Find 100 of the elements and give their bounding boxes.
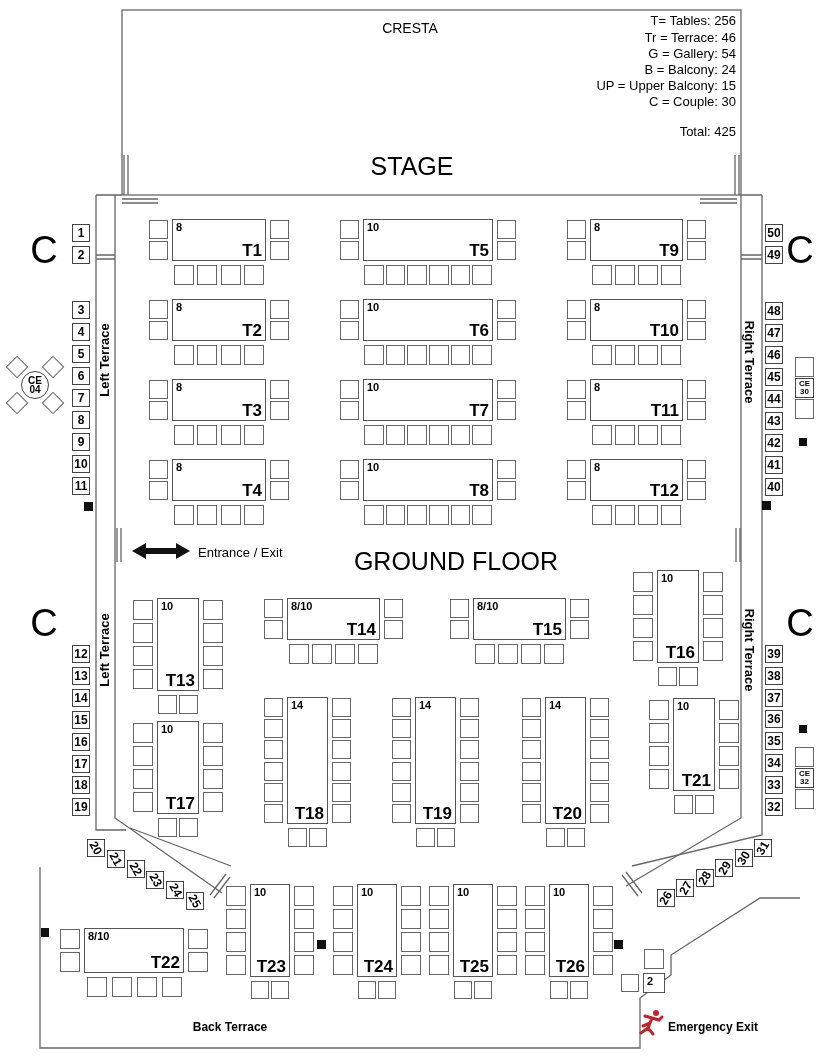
stage-label: STAGE	[370, 153, 454, 179]
table	[84, 928, 184, 973]
capacity-note: UP = Upper Balcony: 15	[596, 78, 736, 92]
capacity-label: 10	[553, 886, 566, 898]
table-number: T2	[242, 322, 262, 340]
table	[453, 884, 493, 977]
table-number: T9	[659, 242, 679, 260]
capacity-label: 8/10	[291, 600, 313, 612]
couple-seat	[72, 433, 90, 451]
capacity-label: 10	[254, 886, 267, 898]
table-number: T1	[242, 242, 262, 260]
couple-seat	[72, 224, 90, 242]
seat-number: 24	[166, 881, 184, 900]
capacity-label: 10	[161, 600, 174, 612]
seat-number: 29	[715, 859, 733, 877]
table	[415, 697, 456, 824]
seat-number: 48	[767, 305, 781, 317]
capacity-label: 10	[661, 572, 674, 584]
seat-number: 32	[767, 801, 781, 813]
couple-seat	[72, 301, 90, 319]
seat-number: 21	[107, 849, 125, 868]
table	[363, 379, 493, 421]
table-number: T20	[552, 805, 582, 823]
seat-number: 13	[74, 669, 88, 682]
table	[657, 570, 699, 663]
table	[172, 459, 266, 501]
seat-number: 38	[767, 669, 781, 682]
table-number: T13	[165, 672, 195, 690]
table	[549, 884, 589, 977]
table	[363, 299, 493, 341]
venue-name: CRESTA	[382, 21, 438, 35]
seat-number: 31	[754, 839, 772, 857]
couple-seat	[72, 323, 90, 341]
table-number: T19	[422, 805, 452, 823]
table-number: T14	[346, 621, 376, 639]
seat-number: 9	[77, 436, 85, 448]
seat-number: 26	[657, 889, 675, 907]
capacity-label: 8	[594, 381, 601, 393]
seat-number: 12	[74, 648, 88, 660]
table	[363, 459, 493, 501]
section-letter: C	[30, 604, 58, 642]
seat-number: 46	[767, 349, 781, 361]
table-number: T24	[363, 958, 393, 976]
table-number: T21	[681, 772, 711, 790]
table-number: T25	[459, 958, 489, 976]
seat-number: 7	[77, 392, 85, 404]
seat-number: 16	[74, 735, 88, 748]
seat-number: 47	[767, 327, 781, 339]
capacity-label: 8	[594, 221, 601, 233]
capacity-label: 8	[176, 461, 183, 473]
area-label: Left Terrace	[97, 323, 111, 397]
table-label: CE 30	[797, 380, 812, 396]
seat-number: 34	[767, 757, 781, 770]
table	[157, 721, 199, 814]
table-number: T6	[469, 322, 489, 340]
couple-seat	[72, 411, 90, 429]
table-number: T17	[165, 795, 195, 813]
seat-number: 35	[767, 735, 781, 748]
floor-title: GROUND FLOOR	[353, 548, 559, 574]
couple-seat	[72, 367, 90, 385]
capacity-label: 8	[176, 301, 183, 313]
couple-seat	[72, 389, 90, 407]
seat-number: 10	[74, 458, 88, 470]
table	[157, 598, 199, 691]
capacity-label: 8	[176, 221, 183, 233]
capacity-label: 8	[594, 301, 601, 313]
capacity-total: Total: 425	[679, 124, 736, 138]
table	[172, 219, 266, 261]
area-label: Right Terrace	[742, 608, 756, 692]
seat-number: 20	[87, 839, 105, 857]
table-number: T3	[242, 402, 262, 420]
couple-seat	[72, 345, 90, 363]
table-number: T5	[469, 242, 489, 260]
section-letter: C	[786, 604, 814, 642]
seat-number: 15	[74, 713, 88, 726]
seat-number: 27	[676, 879, 694, 897]
capacity-note: C = Couple: 30	[648, 94, 736, 108]
table-number: T18	[294, 805, 324, 823]
capacity-label: 10	[361, 886, 374, 898]
seat-number: 49	[767, 249, 781, 261]
seat-number: 36	[767, 713, 781, 726]
area-label: Back Terrace	[192, 1021, 268, 1033]
seat-number: 41	[767, 459, 781, 471]
seat-number: 8	[77, 414, 85, 426]
table	[172, 299, 266, 341]
seat-number: 4	[77, 326, 85, 338]
table-number: T8	[469, 482, 489, 500]
table	[287, 697, 328, 824]
seat-number: 43	[767, 415, 781, 427]
seat-number: 23	[146, 871, 164, 889]
exit-label: Emergency Exit	[668, 1021, 759, 1033]
table	[643, 973, 665, 993]
seat-number: 28	[696, 869, 714, 887]
capacity-label: 8/10	[477, 600, 499, 612]
seat-number: 50	[767, 227, 781, 239]
seat-number: 44	[767, 393, 781, 405]
seat-number: 3	[77, 304, 85, 316]
table	[357, 884, 397, 977]
seat-number: 19	[74, 801, 88, 814]
table	[363, 219, 493, 261]
